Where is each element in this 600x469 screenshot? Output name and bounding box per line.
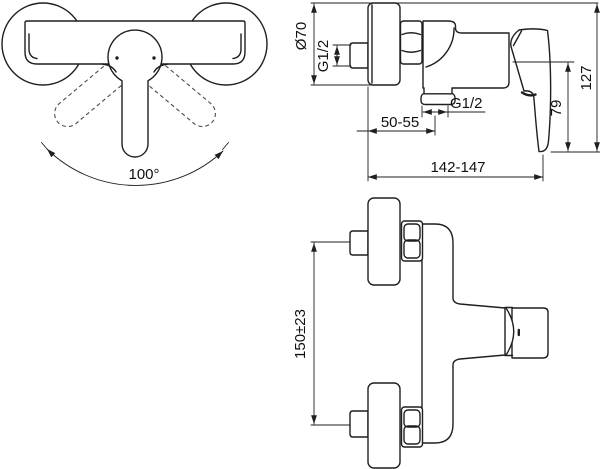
- dim-overall-height-label: 127: [578, 65, 595, 90]
- inlet-nipple-bottom: [349, 410, 369, 438]
- escutcheon-side: [367, 2, 401, 86]
- escutcheon-top-upper: [367, 197, 401, 286]
- dim-outlet-thread-label: G1/2: [450, 95, 483, 112]
- nut-facet-upper-2: [403, 239, 421, 259]
- dim-total-depth-label: 142-147: [430, 159, 485, 176]
- swivel-arc-tail-right: [222, 142, 229, 150]
- mixer-body-top: [421, 223, 506, 444]
- side-view: Ø70 G1/2 G1/2 50-55 142-147 79 127: [293, 2, 600, 182]
- swivel-angle-label: 100°: [128, 166, 159, 183]
- handle-heel-lip: [520, 91, 537, 97]
- mixer-body-side: [420, 20, 510, 106]
- handle-cap-crease: [512, 30, 523, 47]
- dim-inlet-spacing-label: 150±23: [292, 309, 309, 359]
- inlet-nipple-top: [349, 230, 369, 256]
- union-nut-facet-top: [401, 32, 422, 36]
- cartridge-dome-arc: [505, 307, 515, 356]
- inlet-nipple-side: [349, 42, 369, 69]
- nut-facet-upper-1: [403, 223, 421, 242]
- bar-to-handle-fillet-left: [101, 63, 117, 73]
- dim-wall-to-outlet-label: 50-55: [381, 114, 419, 131]
- bar-end-highlight-right: [232, 33, 242, 60]
- lever-handle-side: [510, 28, 552, 153]
- bar-end-highlight-left: [28, 33, 38, 60]
- swivel-angle-arc: [46, 148, 224, 186]
- union-nut-facet-bottom: [401, 49, 422, 53]
- nut-facet-lower-1: [403, 409, 421, 428]
- handle-dot-left: [115, 56, 119, 60]
- union-nut-side: [399, 20, 423, 65]
- front-view: 100°: [1, 2, 268, 186]
- escutcheon-top-lower: [367, 382, 401, 469]
- lever-handle-front: [107, 29, 163, 158]
- nut-facet-lower-2: [403, 425, 421, 445]
- dim-inlet-thread-label: G1/2: [315, 40, 332, 73]
- dim-lever-height-label: 79: [548, 100, 565, 117]
- top-view: 150±23: [292, 197, 549, 469]
- handle-dot-right: [152, 56, 156, 60]
- swivel-arc-tail-left: [41, 142, 48, 150]
- dim-escutcheon-diameter-label: Ø70: [293, 22, 310, 50]
- body-shoulder-arc: [425, 27, 455, 68]
- bar-to-handle-fillet-right: [153, 63, 169, 73]
- handle-knob-top: [511, 307, 549, 359]
